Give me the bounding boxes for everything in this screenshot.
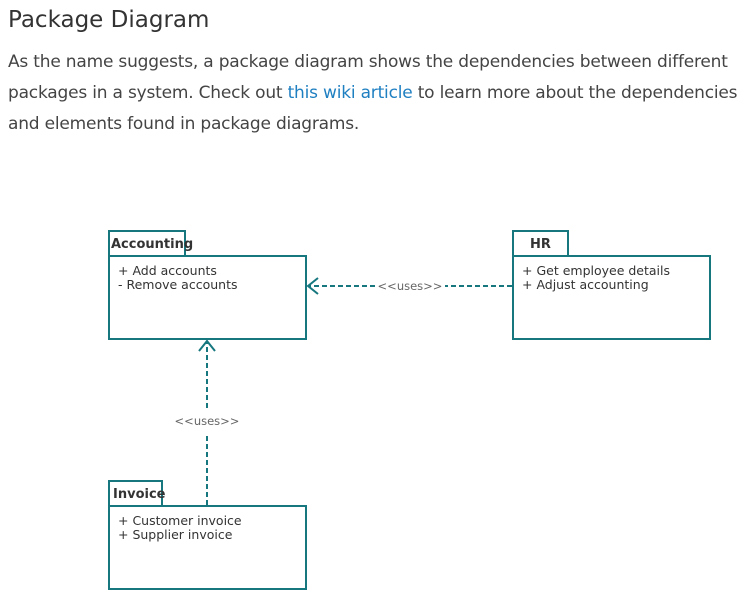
dependency-label: <<uses>> bbox=[378, 279, 443, 293]
package-hr: HR + Get employee details + Adjust accou… bbox=[512, 230, 711, 340]
package-invoice-tab bbox=[108, 480, 163, 507]
package-hr-body bbox=[512, 255, 711, 340]
package-accounting-tab bbox=[108, 230, 186, 257]
package-accounting-body bbox=[108, 255, 307, 340]
package-invoice-body bbox=[108, 505, 307, 590]
package-invoice: Invoice + Customer invoice + Supplier in… bbox=[108, 480, 307, 590]
intro-text-after-link: to learn more about the dependencies and… bbox=[8, 83, 738, 134]
package-hr-member: + Adjust accounting bbox=[522, 277, 649, 292]
arrowhead-up-icon bbox=[198, 339, 216, 352]
package-invoice-member: + Customer invoice bbox=[118, 513, 242, 528]
package-accounting-member: + Add accounts bbox=[118, 263, 217, 278]
page-title: Package Diagram bbox=[8, 7, 210, 33]
package-hr-member: + Get employee details bbox=[522, 263, 670, 278]
arrowhead-left-icon bbox=[306, 277, 319, 295]
package-accounting-name: Accounting bbox=[111, 237, 193, 252]
intro-paragraph: As the name suggests, a package diagram … bbox=[8, 47, 752, 140]
intro-text-before-link: As the name suggests, a package diagram … bbox=[8, 52, 728, 103]
dependency-label: <<uses>> bbox=[175, 414, 240, 428]
package-invoice-member: + Supplier invoice bbox=[118, 527, 233, 542]
wiki-article-link[interactable]: this wiki article bbox=[287, 83, 413, 103]
package-accounting: Accounting + Add accounts - Remove accou… bbox=[108, 230, 307, 340]
dependency-hr-to-accounting: <<uses>> bbox=[306, 277, 512, 295]
package-accounting-member: - Remove accounts bbox=[118, 277, 238, 292]
package-hr-name: HR bbox=[530, 237, 551, 252]
package-invoice-name: Invoice bbox=[113, 487, 166, 502]
dependency-invoice-to-accounting: <<uses>> bbox=[175, 339, 240, 505]
